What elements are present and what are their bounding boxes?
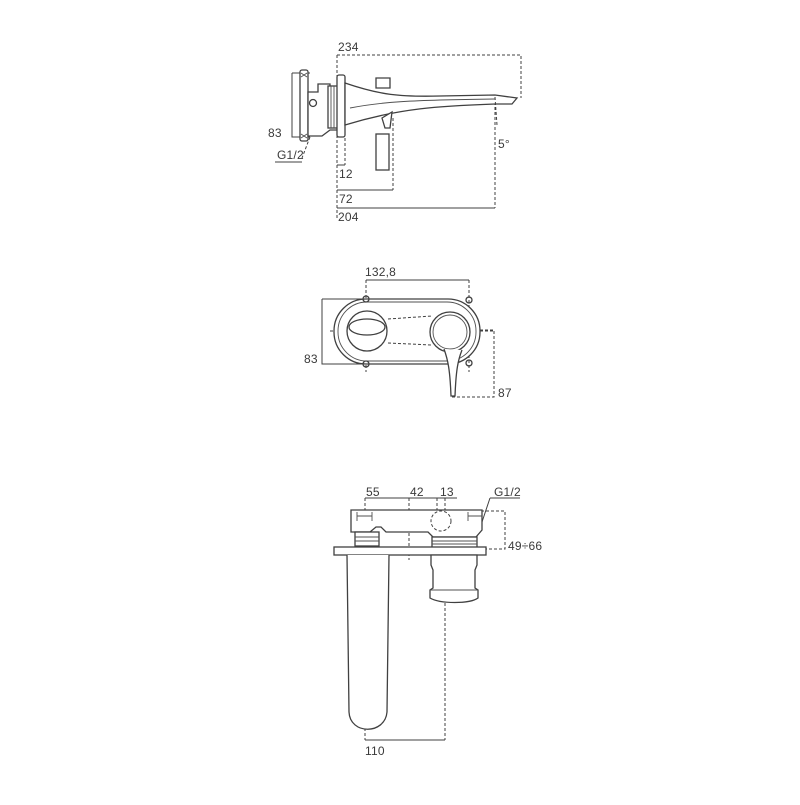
dim-label-87: 87	[498, 386, 512, 400]
dim-label-13: 13	[440, 485, 454, 499]
top-view	[333, 497, 520, 741]
dim-label-132-8: 132,8	[365, 265, 397, 279]
dim-label-110: 110	[365, 744, 385, 758]
dim-label-42: 42	[410, 485, 424, 499]
dim-label-83-front: 83	[304, 352, 318, 366]
dim-label-angle: 5°	[498, 137, 510, 151]
dim-line-83-front	[321, 298, 366, 365]
front-view	[321, 279, 495, 398]
dim-label-thread-side: G1/2	[277, 148, 304, 162]
dim-label-55: 55	[366, 485, 380, 499]
dim-label-12: 12	[339, 167, 353, 181]
dim-label-thread-top: G1/2	[494, 485, 521, 499]
dim-label-49-66: 49÷66	[508, 539, 543, 553]
side-view	[275, 54, 522, 220]
dim-label-234: 234	[338, 40, 359, 54]
dim-label-204: 204	[338, 210, 359, 224]
dim-line-234	[337, 54, 522, 98]
dim-label-72: 72	[339, 192, 353, 206]
dim-label-83-side: 83	[268, 126, 282, 140]
